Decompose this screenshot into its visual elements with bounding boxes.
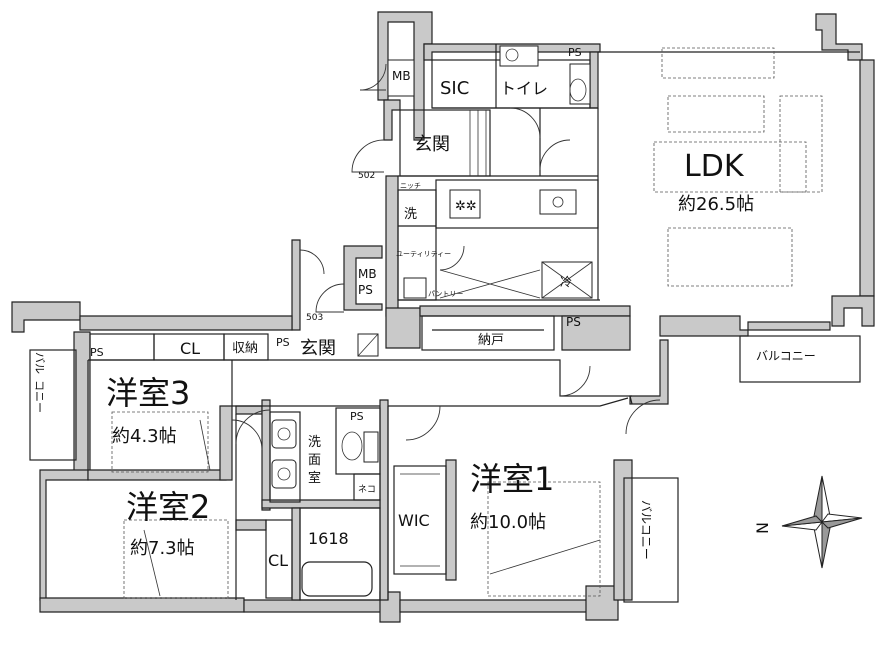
balcony-left-label-2: コニー xyxy=(33,380,46,413)
bath-label: 1618 xyxy=(308,529,349,548)
fridge-label: 冷 xyxy=(560,275,572,289)
room2-size: 約7.3帖 xyxy=(130,538,195,559)
ps-storage-label: PS xyxy=(566,315,581,329)
ps-left-label: PS xyxy=(90,346,104,359)
fixtures: ✲✲ xyxy=(271,45,593,489)
sentaku-label: 洗 xyxy=(404,207,417,222)
walls xyxy=(11,11,875,623)
room-labels: LDK 約26.5帖 洋室1 約10.0帖 洋室2 約7.3帖 洋室3 約4.3… xyxy=(106,149,754,559)
utility-label: ユーティリティー xyxy=(396,250,451,258)
furniture xyxy=(111,47,823,599)
ps-toilet-label: PS xyxy=(568,46,582,59)
genkan-inner-label: 玄関 xyxy=(414,134,450,155)
sic-label: SIC xyxy=(440,78,469,99)
mb-top-label: MB xyxy=(392,69,411,83)
mb-ps-label-2: PS xyxy=(358,283,373,297)
nando-label: 納戸 xyxy=(478,333,504,348)
ldk-name: LDK xyxy=(684,149,745,184)
shuno-label: 収納 xyxy=(232,341,258,356)
ps-wash-label: PS xyxy=(350,410,364,423)
senmen-label-2: 面 xyxy=(308,453,321,468)
interior-lines xyxy=(29,44,861,603)
cl-bottom-label: CL xyxy=(268,551,288,570)
niche-label: ニッチ xyxy=(400,182,421,190)
balcony-bottom-label: バルコニー xyxy=(639,500,653,560)
room2-name: 洋室2 xyxy=(126,488,210,526)
balcony-right-label: バルコニー xyxy=(756,349,816,363)
toilet-label: トイレ xyxy=(500,79,548,98)
door-swings xyxy=(231,63,661,451)
pantry-label: パントリー xyxy=(428,290,463,298)
genkan-outer-label: 玄関 xyxy=(300,338,336,359)
room1-size: 約10.0帖 xyxy=(470,512,546,533)
room3-name: 洋室3 xyxy=(106,374,190,412)
room1-name: 洋室1 xyxy=(470,460,554,498)
stove-icon: ✲✲ xyxy=(455,199,477,214)
door-503-label: 503 xyxy=(306,313,323,323)
ldk-size: 約26.5帖 xyxy=(678,194,754,215)
senmen-label-3: 室 xyxy=(308,470,321,486)
wic-label: WIC xyxy=(398,511,430,530)
compass-n-label: N xyxy=(753,522,772,534)
door-502-label: 502 xyxy=(358,171,375,181)
mb-ps-label-1: MB xyxy=(358,267,377,281)
balcony-left-label-1: バル xyxy=(33,352,46,374)
neko-label: ネコ xyxy=(358,484,376,495)
senmen-label-1: 洗 xyxy=(308,435,321,450)
cl-top-label: CL xyxy=(180,339,200,358)
room3-size: 約4.3帖 xyxy=(112,426,177,447)
ps-cl-label: PS xyxy=(276,336,290,349)
small-labels: 玄関 玄関 SIC トイレ MB MB PS PS PS PS PS PS CL… xyxy=(33,46,816,570)
compass: N xyxy=(753,475,863,569)
